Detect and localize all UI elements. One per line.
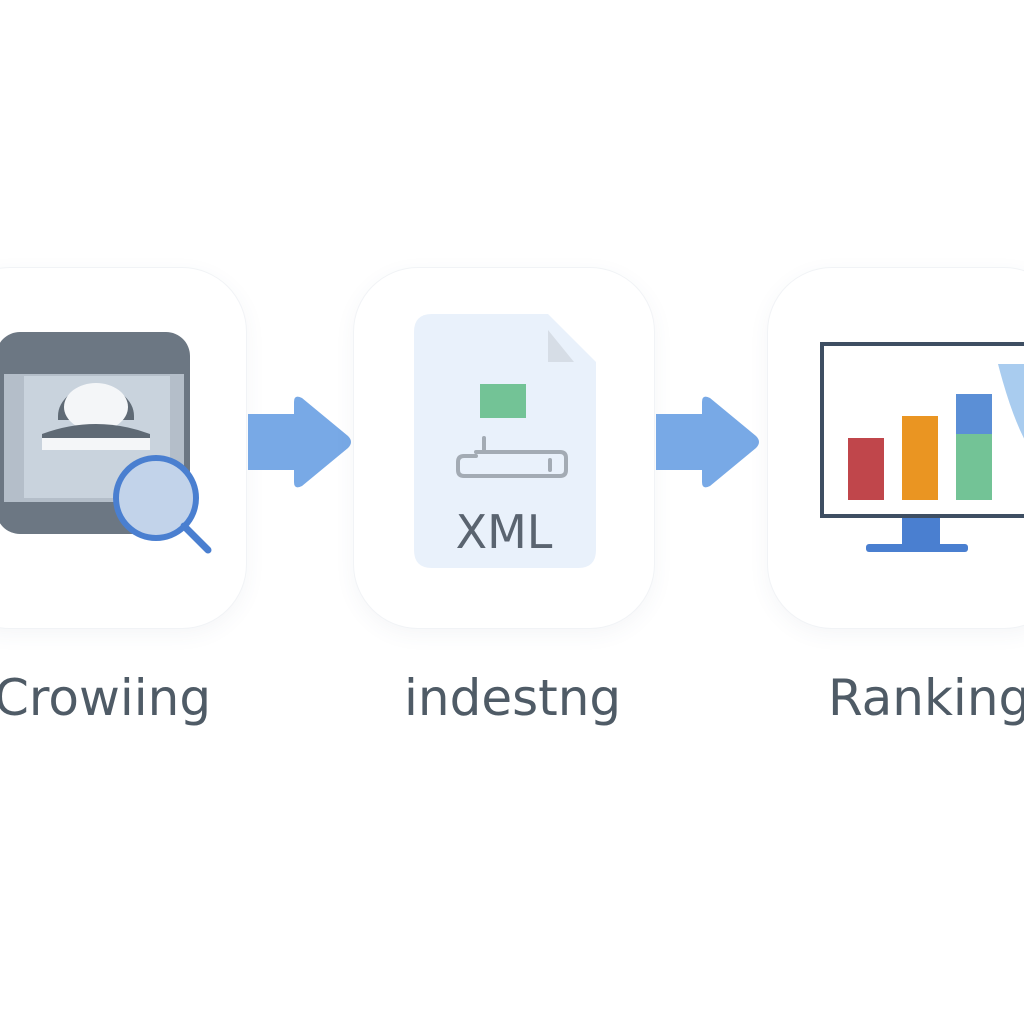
right-arrow-icon (656, 396, 759, 488)
crawler-search-icon (0, 332, 212, 554)
stage-label-ranking: Ranking (828, 669, 1024, 727)
xml-document-icon: XML (414, 314, 596, 568)
crawling-card (0, 268, 246, 628)
indexing-card: XML (354, 268, 654, 628)
monitor-bar-chart-icon (820, 342, 1024, 552)
xml-badge: XML (456, 505, 553, 559)
stage-label-crawling: Crowiing (0, 669, 212, 727)
ranking-card (768, 268, 1024, 628)
right-arrow-icon (248, 396, 351, 488)
stage-label-indexing: indestng (404, 669, 622, 727)
